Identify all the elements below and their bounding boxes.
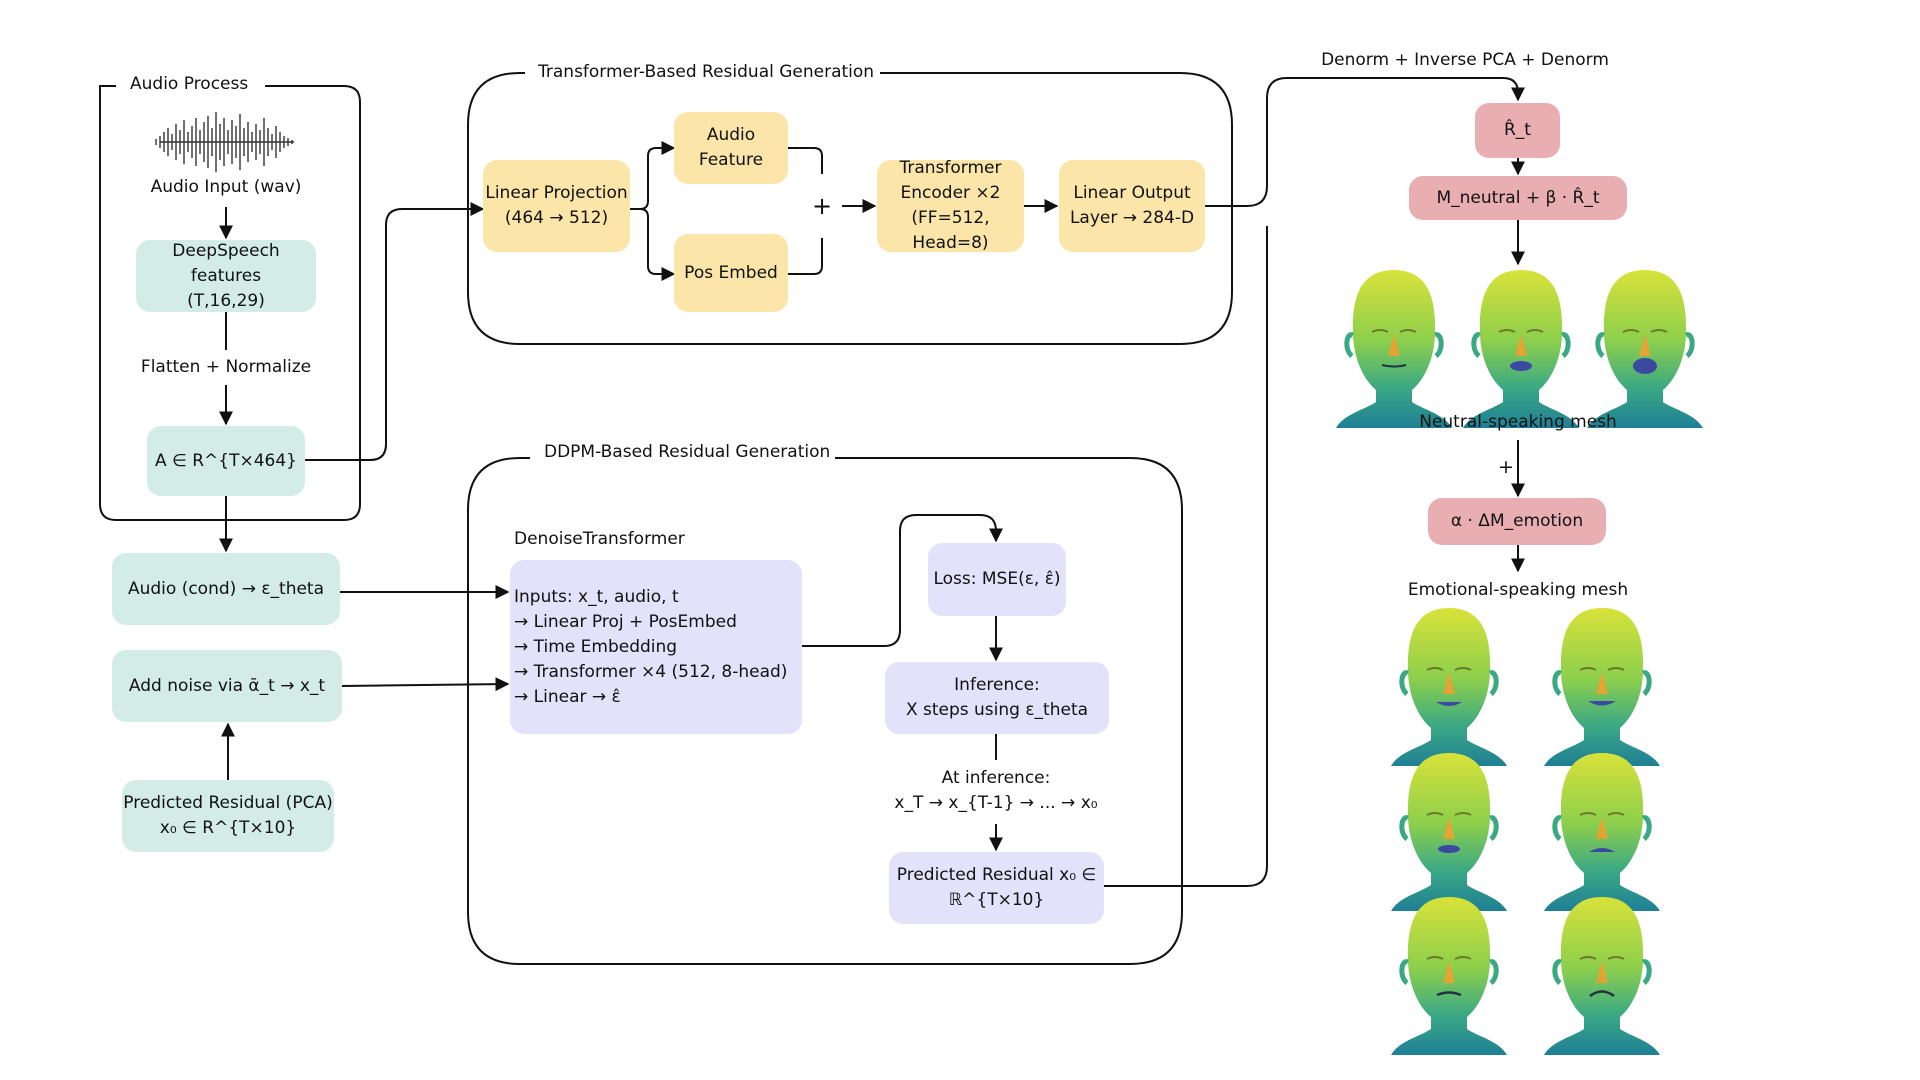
linear-projection-node: Linear Projection (464 → 512) — [483, 160, 630, 252]
audio-process-border — [99, 85, 361, 521]
pos-embed-node: Pos Embed — [674, 234, 788, 312]
predicted-residual-node: Predicted Residual x₀ ∈ ℝ^{T×10} — [889, 852, 1104, 924]
line-audio-feature-to-sum — [788, 147, 823, 174]
ddpm-group-title: DDPM-Based Residual Generation — [544, 440, 831, 465]
line-pos-embed-to-sum — [788, 238, 823, 275]
arrow-proj-to-pos-embed — [630, 208, 676, 281]
neutral-mesh-label: Neutral-speaking mesh — [1419, 412, 1617, 432]
emotion-delta-node: α · ΔM_emotion — [1428, 498, 1606, 545]
arrow-proj-to-audio-feature — [630, 141, 676, 210]
line-predicted-to-output — [1104, 226, 1268, 887]
transformer-encoder-node: Transformer Encoder ×2 (FF=512, Head=8) — [877, 158, 1024, 253]
linear-output-node: Linear Output Layer → 284-D — [1059, 160, 1205, 252]
r-hat-node: R̂_t — [1475, 103, 1560, 158]
neutral-formula-node: M_neutral + β · R̂_t — [1409, 176, 1627, 220]
emotional-mesh-heads — [1391, 608, 1660, 1055]
arrow-output-to-r-hat — [1205, 77, 1525, 207]
denorm-label: Denorm + Inverse PCA + Denorm — [1321, 50, 1609, 70]
emotion-plus-operator: + — [1498, 456, 1514, 478]
audio-feature-node: Audio Feature — [674, 112, 788, 184]
neutral-mesh-heads — [1336, 270, 1703, 428]
arrow-noise-to-denoise — [341, 677, 510, 692]
waveform-icon — [155, 112, 294, 172]
audio-process-title: Audio Process — [130, 72, 249, 97]
sum-operator: + — [811, 192, 833, 220]
audio-cond-node: Audio (cond) → ε_theta — [112, 553, 340, 625]
transformer-group-title: Transformer-Based Residual Generation — [538, 60, 875, 85]
denoise-transformer-node: Inputs: x_t, audio, t → Linear Proj + Po… — [510, 560, 802, 734]
add-noise-node: Add noise via ᾱ_t → x_t — [112, 650, 342, 722]
inference-node: Inference: X steps using ε_theta — [885, 662, 1109, 734]
loss-node: Loss: MSE(ε, ε̂) — [928, 543, 1066, 616]
ddpm-border — [467, 457, 1183, 965]
audio-input-label: Audio Input (wav) — [150, 177, 302, 197]
arrow-a-to-linear-proj — [304, 202, 485, 461]
arrow-denoise-to-loss — [802, 514, 1003, 647]
emotional-mesh-label: Emotional-speaking mesh — [1407, 580, 1629, 600]
flatten-normalize-label: Flatten + Normalize — [140, 357, 312, 377]
transformer-border — [467, 72, 1233, 345]
audio-matrix-node: A ∈ R^{T×464} — [147, 426, 305, 496]
predicted-residual-pca-node: Predicted Residual (PCA) x₀ ∈ R^{T×10} — [122, 780, 334, 852]
denoise-transformer-title: DenoiseTransformer — [514, 529, 685, 549]
deepspeech-features-node: DeepSpeech features (T,16,29) — [136, 240, 316, 312]
at-inference-label: At inference: x_T → x_{T-1} → ... → x₀ — [894, 768, 1098, 813]
